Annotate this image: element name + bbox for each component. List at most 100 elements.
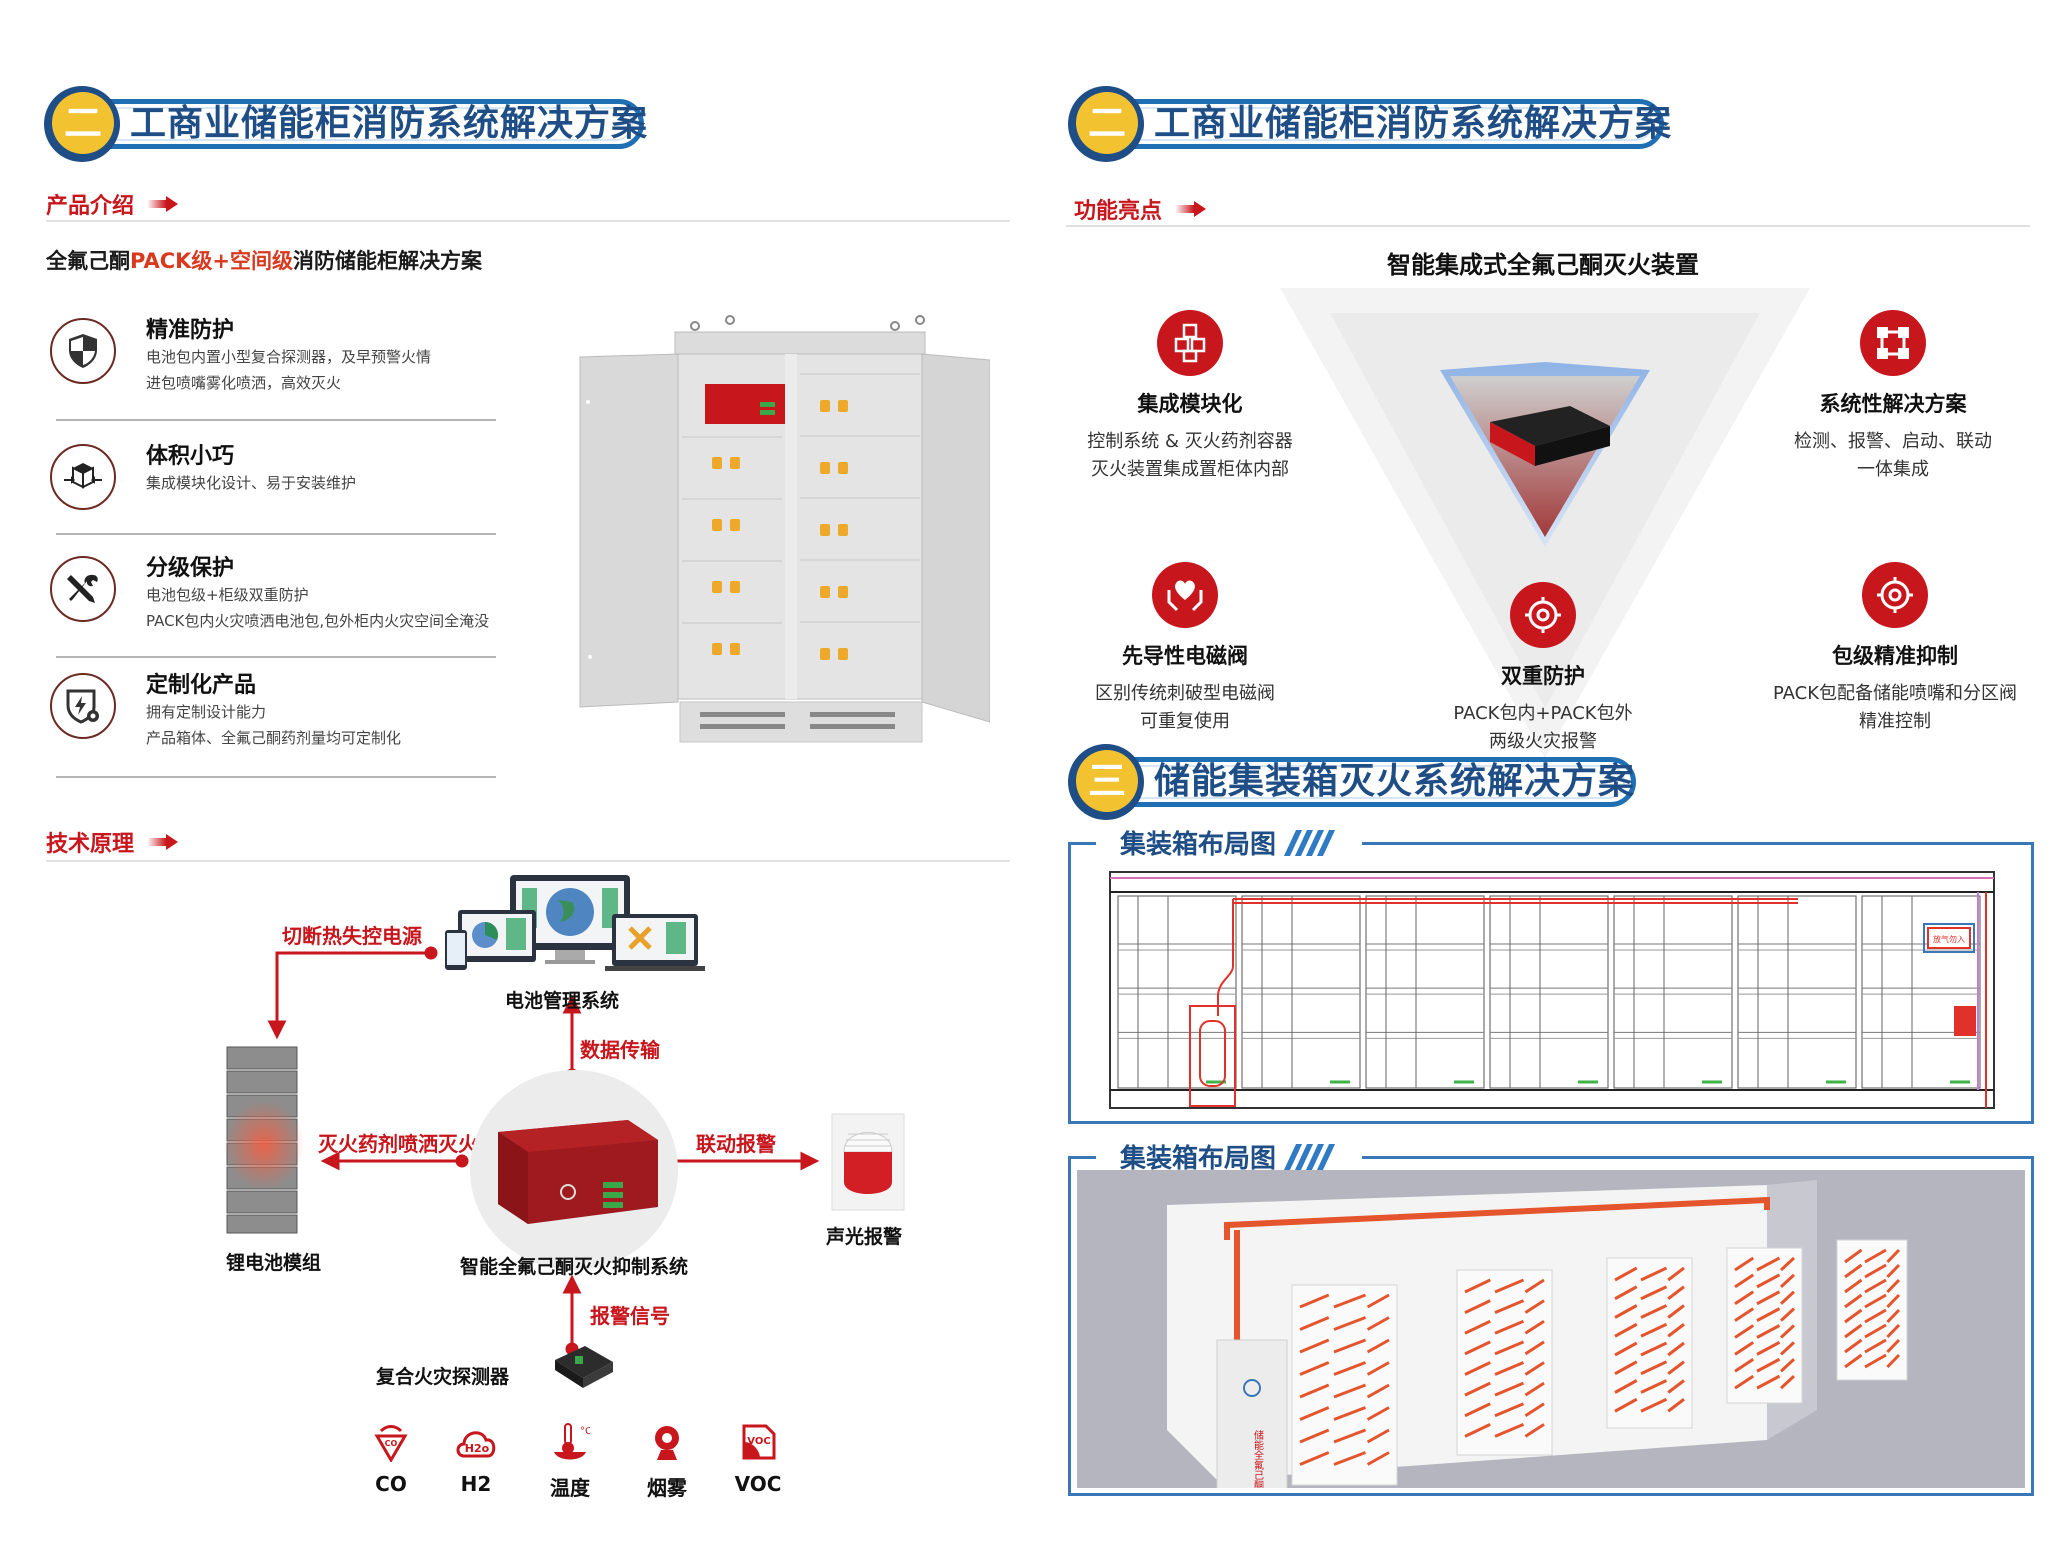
target-ring-icon [1862, 562, 1928, 628]
highlights-center-title: 智能集成式全氟己酮灭火装置 [1387, 251, 1699, 279]
product-subtitle: 全氟己酮PACK级+空间级消防储能柜解决方案 [46, 245, 482, 275]
highlight-title: 包级精准抑制 [1832, 644, 1958, 668]
banner-number: 二 [1076, 92, 1138, 154]
highlight-line: 区别传统刺破型电磁阀 [1095, 683, 1275, 704]
feature-line: PACK包内火灾喷洒电池包,包外柜内火灾空间全淹没 [146, 612, 490, 630]
feature-item: 体积小巧 集成模块化设计、易于安装维护 [50, 444, 500, 544]
alarm-label: 声光报警 [826, 1226, 903, 1248]
extinguisher-device-image [1440, 362, 1650, 547]
shield-bolt-icon [50, 673, 116, 739]
tech-diagram-connectors [267, 946, 820, 1356]
highlight-item: 双重防护 PACK包内+PACK包外 两级火灾报警 [1413, 582, 1673, 756]
sensor-label: 烟雾 [647, 1476, 687, 1500]
subtitle-highlight: PACK级+空间级 [130, 249, 293, 273]
linkage-alarm-label: 联动报警 [696, 1132, 776, 1156]
detector-image [545, 1340, 617, 1392]
sensor-h2: H2o H2 [441, 1422, 511, 1496]
highlight-desc: 区别传统刺破型电磁阀 可重复使用 [1055, 680, 1315, 736]
layout-box-title: 集装箱布局图 [1120, 1144, 1277, 1174]
svg-text:°C: °C [580, 1426, 590, 1437]
battery-label: 锂电池模组 [226, 1252, 322, 1274]
feature-title: 精准防护 [146, 318, 235, 343]
feature-line: 进包喷嘴雾化喷洒，高效灭火 [146, 374, 342, 392]
sensor-label: H2 [460, 1472, 492, 1496]
feature-title: 分级保护 [146, 556, 235, 581]
sound-light-alarm-image [830, 1112, 906, 1212]
banner-number-badge: 二 [44, 86, 120, 162]
divider [1066, 225, 2030, 227]
box-top-line [1362, 1156, 2034, 1159]
heading-text: 产品介绍 [46, 194, 135, 219]
layout-box-header: 集装箱布局图 [1120, 1138, 1340, 1175]
highlight-desc: PACK包内+PACK包外 两级火灾报警 [1413, 700, 1673, 756]
heading-text: 功能亮点 [1074, 199, 1163, 224]
highlight-line: 检测、报警、启动、联动 [1794, 431, 1992, 452]
box-top-line [1068, 842, 1096, 845]
cut-power-label: 切断热失控电源 [282, 924, 422, 948]
section-banner-container: 三 储能集装箱灭火系统解决方案 [1068, 744, 1636, 820]
tech-principle-heading: 技术原理 [46, 826, 179, 858]
svg-text:H2o: H2o [465, 1442, 490, 1455]
box-top-line [1068, 1156, 1096, 1159]
highlight-line: 两级火灾报警 [1489, 731, 1597, 752]
layout-box-title: 集装箱布局图 [1120, 830, 1277, 860]
container-3d-render: 储能全氟己酮 [1077, 1170, 2025, 1491]
sensor-voc: VOC VOC [723, 1422, 793, 1496]
feature-item: 分级保护 电池包级+柜级双重防护 PACK包内火灾喷洒电池包,包外柜内火灾空间全… [50, 556, 500, 656]
heading-text: 技术原理 [46, 832, 135, 857]
battery-module-image [222, 1045, 307, 1235]
voc-icon: VOC [742, 1424, 776, 1460]
sensor-co: CO CO [356, 1422, 426, 1496]
banner-number: 二 [52, 92, 114, 154]
bms-devices-image [440, 870, 705, 980]
arrow-right-icon [148, 196, 179, 212]
divider [46, 860, 1010, 862]
subtitle-part: 全氟己酮 [46, 249, 130, 273]
sensor-label: VOC [734, 1472, 782, 1496]
highlight-desc: 检测、报警、启动、联动 一体集成 [1763, 428, 2023, 484]
stripes-decoration [1283, 1143, 1336, 1170]
tools-icon [50, 556, 116, 622]
shield-icon [50, 318, 116, 384]
highlight-desc: PACK包配备储能喷嘴和分区阀 精准控制 [1750, 680, 2040, 736]
highlight-line: PACK包内+PACK包外 [1453, 703, 1633, 724]
banner-pill [74, 99, 644, 149]
sensor-smoke: 烟雾 [632, 1422, 702, 1501]
feature-line: 集成模块化设计、易于安装维护 [146, 474, 357, 492]
controller-image [478, 1112, 668, 1232]
container-cad-drawing: 放气勿入 [1108, 866, 1998, 1116]
spray-label: 灭火药剂喷洒灭火 [318, 1132, 478, 1156]
banner-number: 三 [1076, 750, 1138, 812]
highlight-item: 包级精准抑制 PACK包配备储能喷嘴和分区阀 精准控制 [1750, 562, 2040, 736]
storage-cabinet-image [570, 312, 991, 762]
banner-title: 储能集装箱灭火系统解决方案 [1154, 761, 1636, 802]
cad-sign-text: 放气勿入 [1933, 934, 1965, 944]
highlight-title: 先导性电磁阀 [1122, 644, 1248, 668]
highlight-title: 集成模块化 [1137, 392, 1243, 416]
bms-label: 电池管理系统 [505, 990, 620, 1012]
highlight-item: 系统性解决方案 检测、报警、启动、联动 一体集成 [1763, 310, 2023, 484]
stripes-decoration [1283, 829, 1336, 856]
divider [56, 533, 496, 535]
feature-desc: 电池包级+柜级双重防护 PACK包内火灾喷洒电池包,包外柜内火灾空间全淹没 [146, 582, 489, 634]
feature-desc: 电池包内置小型复合探测器，及早预警火情 进包喷嘴雾化喷洒，高效灭火 [146, 344, 431, 396]
product-intro-heading: 产品介绍 [46, 188, 179, 220]
highlight-line: 一体集成 [1857, 459, 1929, 480]
highlight-line: 控制系统 & 灭火药剂容器 [1087, 431, 1293, 452]
target-ring-icon [1510, 582, 1576, 648]
layout-box-3d [1068, 1156, 2034, 1496]
sensor-temperature: °C 温度 [535, 1422, 605, 1501]
controller-label: 智能全氟己酮灭火抑制系统 [460, 1256, 689, 1278]
highlight-desc: 控制系统 & 灭火药剂容器 灭火装置集成置柜体内部 [1060, 428, 1320, 484]
divider [46, 220, 1010, 222]
feature-title: 体积小巧 [146, 444, 235, 469]
highlights-heading: 功能亮点 [1074, 193, 1207, 225]
divider [56, 776, 496, 778]
co-icon: CO [374, 1425, 408, 1463]
banner-number-badge: 三 [1068, 744, 1144, 820]
highlight-line: PACK包配备储能喷嘴和分区阀 [1772, 683, 2018, 704]
feature-item: 定制化产品 拥有定制设计能力 产品箱体、全氟己酮药剂量均可定制化 [50, 673, 500, 773]
svg-text:CO: CO [385, 1439, 398, 1448]
thermometer-icon: °C [554, 1423, 592, 1460]
highlight-line: 可重复使用 [1140, 711, 1230, 732]
